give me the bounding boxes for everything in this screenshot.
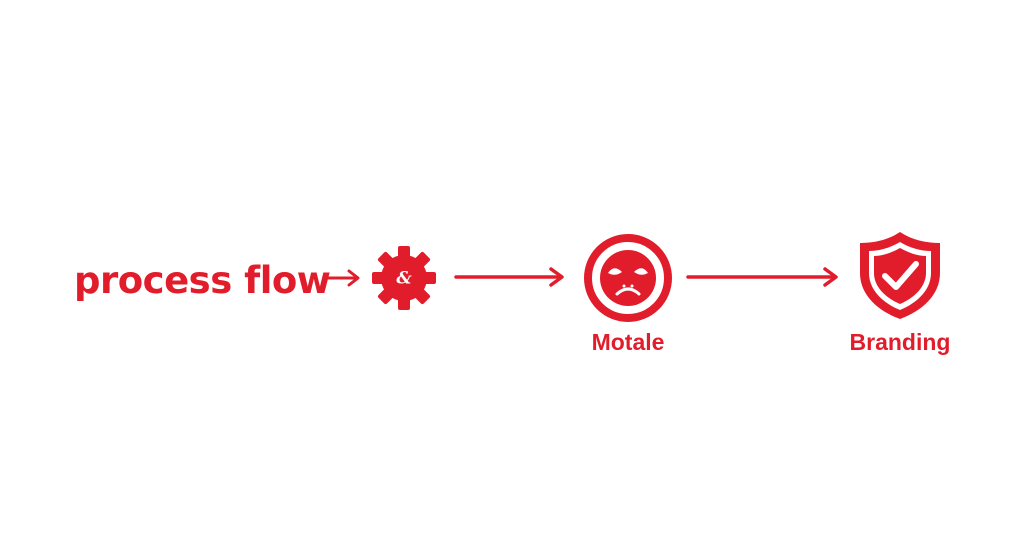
gear-icon: & (372, 246, 436, 310)
face-node-label: Motale (591, 329, 665, 355)
sad-face-icon (584, 234, 672, 322)
diagram-title: process flow (74, 259, 331, 302)
shield-node (854, 229, 946, 321)
face-node (583, 233, 673, 323)
arrow-face-to-shield (686, 264, 840, 290)
arrow-title-to-gear (326, 266, 362, 290)
gear-node: & (371, 245, 437, 311)
gear-glyph: & (396, 269, 412, 289)
shield-check-icon (860, 232, 940, 319)
arrow-gear-to-face (454, 264, 566, 290)
shield-node-label: Branding (849, 329, 951, 355)
